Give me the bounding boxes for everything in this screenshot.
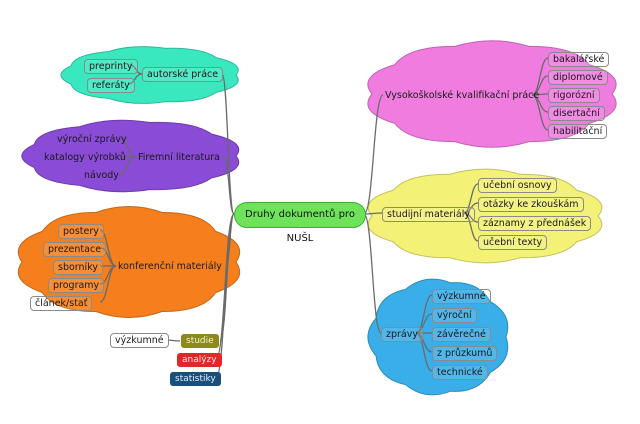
autorske-item-preprinty[interactable]: preprinty xyxy=(84,59,138,74)
studijni-item-osnovy[interactable]: učební osnovy xyxy=(478,178,557,193)
studie-tag[interactable]: studie xyxy=(181,334,219,348)
center-node[interactable]: Druhy dokumentů pro NUŠL xyxy=(234,202,366,244)
tick-studijni-4 xyxy=(463,212,479,242)
zpravy-item-technicke[interactable]: technické xyxy=(432,365,488,380)
link-firemni xyxy=(223,156,235,215)
tick-vskp-5 xyxy=(531,94,549,131)
link-statistiky xyxy=(215,213,235,379)
analyzy-tag[interactable]: analýzy xyxy=(177,353,222,367)
vskp-item-rigorozni[interactable]: rigorózní xyxy=(548,88,600,103)
zpravy-item-vyzkumne[interactable]: výzkumné xyxy=(432,289,491,304)
link-studijni xyxy=(363,212,383,215)
konferencni-cloud xyxy=(17,206,241,318)
firemni-item-vyrocni-zpravy[interactable]: výroční zprávy xyxy=(57,134,127,145)
vskp-item-disertacni[interactable]: disertační xyxy=(548,106,605,121)
vskp-item-habilitacni[interactable]: habilitační xyxy=(548,124,608,139)
studie-item-vyzkumne[interactable]: výzkumné xyxy=(110,333,169,348)
konf-item-sborniky[interactable]: sborníky xyxy=(53,260,103,275)
studijni-title[interactable]: studijní materiály xyxy=(382,207,475,222)
vskp-item-bakalarske[interactable]: bakalářské xyxy=(548,52,610,67)
zpravy-item-z-pruzkumu[interactable]: z průzkumů xyxy=(432,346,498,361)
connector-layer xyxy=(99,57,549,379)
tick-autorske-2 xyxy=(127,73,143,85)
tick-konf-5 xyxy=(99,265,117,303)
firemni-item-navody[interactable]: návody xyxy=(84,170,119,181)
firemni-cloud xyxy=(21,119,240,193)
studijni-item-texty[interactable]: učební texty xyxy=(478,235,548,250)
vskp-title[interactable]: Vysokoškolské kvalifikační práce xyxy=(385,90,540,101)
vskp-item-diplomove[interactable]: diplomové xyxy=(548,70,608,85)
zpravy-item-vyrocni[interactable]: výroční xyxy=(432,308,477,323)
konf-item-prezentace[interactable]: prezentace xyxy=(43,242,107,257)
autorske-item-referaty[interactable]: referáty xyxy=(87,78,135,93)
konf-title[interactable]: konferenční materiály xyxy=(118,261,222,272)
firemni-item-katalogy[interactable]: katalogy výrobků xyxy=(44,152,126,163)
firemni-title[interactable]: Firemní literatura xyxy=(138,152,220,163)
link-vskp xyxy=(363,94,384,215)
autorske-cloud xyxy=(60,46,239,104)
tick-zpravy-5 xyxy=(415,332,433,372)
tick-firemni-3 xyxy=(117,156,137,176)
statistiky-tag[interactable]: statistiky xyxy=(170,372,221,386)
zpravy-item-zaverecne[interactable]: závěrečné xyxy=(432,327,491,342)
studijni-item-zaznamy[interactable]: záznamy z přednášek xyxy=(478,216,592,231)
studijni-item-otazky[interactable]: otázky ke zkouškám xyxy=(478,197,584,212)
autorske-title[interactable]: autorské práce xyxy=(142,67,224,82)
link-zpravy xyxy=(363,213,382,334)
konf-item-programy[interactable]: programy xyxy=(48,278,105,293)
konf-item-postery[interactable]: postery xyxy=(58,224,104,239)
konf-item-clanek[interactable]: článek/stať xyxy=(30,296,93,311)
zpravy-title[interactable]: zprávy xyxy=(381,327,423,342)
